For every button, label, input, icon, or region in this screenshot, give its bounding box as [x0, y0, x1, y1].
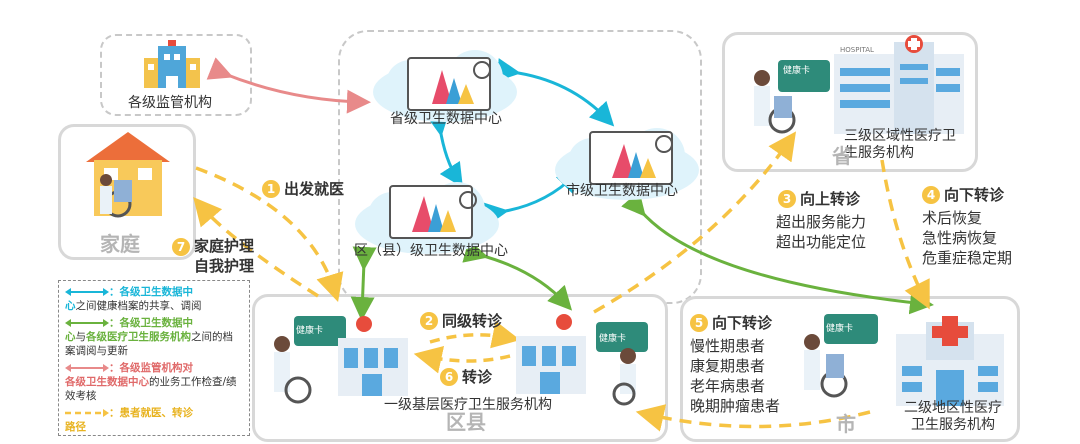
legend-yellow-a: ：患者就医、转诊 [109, 407, 193, 419]
step-3-label: 向上转诊 [800, 190, 861, 208]
step-5-reason-3: 老年病患者 [690, 377, 766, 395]
card-text-tertiary: 健康卡 [783, 64, 810, 76]
secondary-label: 二级地区性医疗卫生服务机构 [904, 400, 1002, 433]
path-lateral-2 [413, 346, 511, 374]
step-7: 7 家庭护理 自我护理 [172, 236, 254, 276]
legend-yellow: ：患者就医、转诊路径 [65, 406, 243, 434]
county-center-label: 区（县）级卫生数据中心 [354, 243, 508, 259]
home-tag: 家庭 [100, 232, 140, 256]
step-5-reason-2: 康复期患者 [690, 357, 766, 375]
legend-red-a: ：各级监管机构对 [109, 362, 193, 374]
step-1: 1 出发就医 [262, 178, 344, 199]
step-2-label: 同级转诊 [442, 312, 503, 330]
legend-red-c: 的业务工作检查/绩效考核 [65, 376, 237, 402]
step-3: 3 向上转诊 [778, 188, 860, 209]
link-county-primary-right [462, 239, 573, 311]
step-4-reason-1: 术后恢复 [922, 209, 983, 227]
secondary-hospital-icon [896, 316, 1004, 406]
path-down-referral-4 [880, 159, 930, 310]
legend-green-arrow-icon [65, 319, 109, 327]
step-3-reasons: 超出服务能力 超出功能定位 [776, 212, 866, 252]
path-up-referral [593, 131, 797, 314]
tertiary-patient-icon [754, 60, 830, 134]
primary-label: 一级基层医疗卫生服务机构 [384, 397, 552, 413]
legend-cyan-arrow-icon [65, 288, 109, 296]
step-7-label-a: 家庭护理 [194, 237, 255, 255]
legend-red-b: 各级卫生数据中心 [65, 376, 149, 388]
county-tag: 区县 [446, 410, 486, 434]
legend-cyan-c: 之间健康档案的共享、调阅 [75, 300, 202, 312]
path-home-to-primary [195, 166, 344, 303]
link-province-city [495, 58, 615, 127]
step-7-label-b: 自我护理 [194, 257, 255, 275]
legend-green: ：各级卫生数据中心与各级医疗卫生服务机构之间的档案调阅与更新 [65, 316, 243, 358]
step-6-label: 转诊 [462, 368, 493, 386]
legend-cyan: ：各级卫生数据中心之间健康档案的共享、调阅 [65, 285, 243, 313]
legend-green-c: 与 [75, 331, 87, 343]
card-text-primary-left: 健康卡 [296, 324, 323, 336]
step-4: 4 向下转诊 [922, 184, 1004, 205]
step-4-badge: 4 [922, 185, 940, 204]
path-down-referral-5 [635, 404, 871, 432]
legend-green-b: 心 [65, 331, 76, 343]
step-6-badge: 6 [440, 367, 458, 386]
home-house-icon [86, 132, 170, 218]
supervision-building-icon [144, 40, 200, 88]
link-province-county [425, 111, 463, 188]
legend-red: ：各级监管机构对各级卫生数据中心的业务工作检查/绩效考核 [65, 361, 243, 403]
county-cloud-icon [355, 182, 499, 254]
step-3-badge: 3 [778, 189, 796, 208]
city-center-label: 市级卫生数据中心 [566, 183, 678, 199]
step-4-reasons: 术后恢复 急性病恢复 危重症稳定期 [922, 208, 1012, 268]
step-5-reasons: 慢性期患者 康复期患者 老年病患者 晚期肿瘤患者 [690, 336, 780, 416]
step-5-label: 向下转诊 [712, 314, 773, 332]
primary-hospital-icon-left [274, 316, 408, 404]
step-1-label: 出发就医 [284, 180, 345, 198]
step-5-badge: 5 [690, 313, 708, 332]
step-6: 6 转诊 [440, 366, 492, 387]
legend-red-arrow-icon [65, 364, 109, 372]
step-5-reason-1: 慢性期患者 [690, 337, 766, 355]
legend-cyan-b: 心 [65, 300, 76, 312]
card-text-secondary: 健康卡 [826, 322, 853, 334]
step-7-labels: 家庭护理 自我护理 [194, 236, 254, 276]
step-4-label: 向下转诊 [944, 186, 1005, 204]
step-2-badge: 2 [420, 311, 438, 330]
province-tag: 省 [832, 144, 852, 168]
legend-green-a: ：各级卫生数据中 [109, 317, 193, 329]
legend: ：各级卫生数据中心之间健康档案的共享、调阅 ：各级卫生数据中心与各级医疗卫生服务… [58, 280, 250, 436]
tertiary-label: 三级区域性医疗卫生服务机构 [844, 128, 956, 161]
card-text-primary-right: 健康卡 [599, 332, 626, 344]
step-7-badge: 7 [172, 238, 190, 256]
step-3-reason-2: 超出功能定位 [776, 233, 867, 251]
step-4-reason-3: 危重症稳定期 [922, 249, 1013, 267]
step-1-badge: 1 [262, 179, 280, 198]
legend-green-d: 各级医疗卫生服务机构 [86, 331, 191, 343]
city-cloud-icon [555, 128, 699, 200]
step-2: 2 同级转诊 [420, 310, 502, 331]
link-supervision-province [206, 57, 371, 114]
step-4-reason-2: 急性病恢复 [922, 229, 998, 247]
hospital-sign-text: HOSPITAL [840, 46, 874, 54]
legend-green-e: 之间的档案调阅与更新 [65, 331, 233, 357]
secondary-patient-icon [804, 314, 878, 398]
supervision-label: 各级监管机构 [128, 95, 212, 111]
link-city-secondary [621, 190, 934, 315]
path-lateral-1 [429, 320, 521, 349]
step-5: 5 向下转诊 [690, 312, 772, 333]
tertiary-hospital-icon [834, 35, 964, 134]
city-tag: 市 [836, 412, 856, 436]
legend-cyan-a: ：各级卫生数据中 [109, 286, 193, 298]
province-center-label: 省级卫生数据中心 [390, 111, 502, 127]
step-3-reason-1: 超出服务能力 [776, 213, 867, 231]
legend-yellow-arrow-icon [65, 409, 109, 417]
province-cloud-icon [373, 50, 517, 122]
step-5-reason-4: 晚期肿瘤患者 [690, 397, 781, 415]
path-primary-to-home [193, 197, 319, 298]
legend-yellow-b: 路径 [65, 421, 86, 433]
primary-hospital-icon-right [516, 314, 648, 406]
link-county-primary-left [350, 246, 377, 321]
